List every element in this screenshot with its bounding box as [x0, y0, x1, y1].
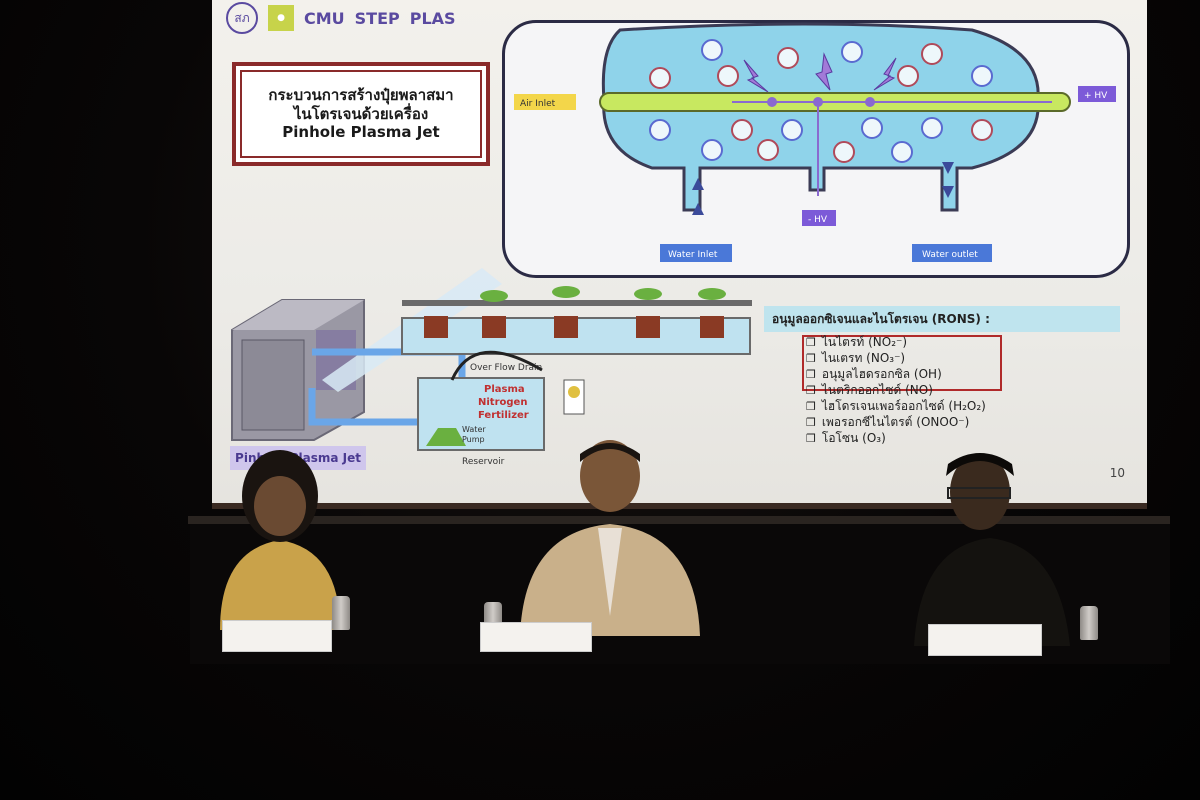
title-line-3: Pinhole Plasma Jet: [282, 123, 440, 142]
rons-item: ไนตริกออกไซด์ (NO): [806, 382, 986, 398]
flow-arrow-icon: [692, 203, 704, 215]
molecule-bubble: [777, 47, 799, 69]
plasma-spark-icon: [815, 52, 833, 91]
molecule-bubble: [971, 65, 993, 87]
name-card-center: [480, 622, 592, 652]
molecule-bubble: [897, 65, 919, 87]
molecule-bubble: [971, 119, 993, 141]
molecule-bubble: [717, 65, 739, 87]
rons-item: โอโซน (O₃): [806, 430, 986, 446]
water-inlet-label: Water Inlet: [668, 250, 718, 260]
reactor-body: [601, 22, 1040, 212]
rons-title: อนุมูลออกซิเจนและไนโตรเจน (RONS) :: [764, 306, 1120, 332]
rons-item: เพอรอกซีไนไตรต์ (ONOO⁻): [806, 414, 986, 430]
rons-item: ไฮโดรเจนเพอร์ออกไซด์ (H₂O₂): [806, 398, 986, 414]
molecule-bubble: [701, 39, 723, 61]
logo-step: STEP: [354, 8, 400, 28]
molecule-bubble: [921, 43, 943, 65]
air-inlet-label: Air Inlet: [520, 99, 556, 109]
plant-pot: [482, 316, 506, 338]
molecule-bubble: [701, 139, 723, 161]
molecule-bubble: [833, 141, 855, 163]
molecule-bubble: [731, 119, 753, 141]
molecule-bubble: [891, 141, 913, 163]
slide-title: กระบวนการสร้างปุ๋ยพลาสมา ไนโตรเจนด้วยเคร…: [232, 62, 490, 166]
logo-sor: สภ: [226, 2, 258, 34]
molecule-bubble: [649, 119, 671, 141]
plant-pot: [424, 316, 448, 338]
hv-plus-label: + HV: [1084, 91, 1108, 101]
projection-screen: สภ ● CMU STEP PLAS กระบวนการสร้างปุ๋ยพลา…: [212, 0, 1147, 509]
rons-item: ไนเตรท (NO₃⁻): [806, 350, 986, 366]
water-pump-icon: [426, 428, 466, 446]
plasma-jet-machine: [231, 299, 365, 441]
rons-item: อนุมูลไฮดรอกซิล (OH): [806, 366, 986, 382]
plant-leaf: [698, 288, 726, 300]
name-card-left: [222, 620, 332, 652]
plant-leaf: [634, 288, 662, 300]
logo-emblem-icon: ●: [268, 5, 294, 31]
name-card-right: [928, 624, 1042, 656]
timer-dial-icon: [568, 386, 580, 398]
logo-plas: PLAS: [409, 8, 456, 28]
reservoir-label: Reservoir: [462, 457, 505, 467]
panelist-right: [914, 453, 1070, 646]
molecule-bubble: [781, 119, 803, 141]
plant-leaf: [552, 286, 580, 298]
water-pump-line-1: Water: [462, 425, 486, 434]
electrode-dot: [865, 97, 875, 107]
flow-arrow-icon: [692, 178, 704, 190]
plant-leaf: [480, 290, 508, 302]
logo-bar: สภ ● CMU STEP PLAS: [226, 2, 456, 34]
molecule-bubble: [841, 41, 863, 63]
water-outlet-label: Water outlet: [922, 250, 978, 260]
title-line-1: กระบวนการสร้างปุ๋ยพลาสมา: [268, 85, 454, 104]
electrode-dot: [767, 97, 777, 107]
molecule-bubble: [921, 117, 943, 139]
rons-list: ไนไตรท์ (NO₂⁻) ไนเตรท (NO₃⁻) อนุมูลไฮดรอ…: [806, 334, 986, 446]
overflow-drain-label: Over Flow Drain: [470, 363, 542, 373]
hv-minus-label: - HV: [808, 215, 828, 225]
panelist-center: [520, 440, 700, 636]
slide-page-number: 10: [1109, 466, 1125, 480]
molecule-bubble: [649, 67, 671, 89]
title-line-2: ไนโตรเจนด้วยเครื่อง: [293, 104, 429, 123]
flow-arrow-icon: [942, 162, 954, 174]
water-pump-line-2: Pump: [462, 435, 485, 444]
plant-pot: [554, 316, 578, 338]
water-bottle: [332, 596, 350, 630]
molecule-bubble: [757, 139, 779, 161]
panelist-left: [220, 450, 340, 630]
stage-edge: [188, 516, 1170, 524]
water-bottle: [1080, 606, 1098, 640]
diagram-illustration: Air Inlet + HV - HV Water Inlet Water ou…: [231, 22, 1116, 467]
plant-pot: [636, 316, 660, 338]
plasma-spark-icon: [873, 57, 897, 91]
plasma-spark-icon: [743, 59, 769, 93]
molecule-bubble: [861, 117, 883, 139]
fertilizer-line-1: Plasma: [484, 384, 525, 395]
flow-arrow-icon: [942, 186, 954, 198]
fertilizer-line-3: Fertilizer: [478, 410, 529, 421]
plant-pot: [700, 316, 724, 338]
rons-item: ไนไตรท์ (NO₂⁻): [806, 334, 986, 350]
logo-cmu: CMU: [304, 8, 345, 28]
fertilizer-line-2: Nitrogen: [478, 397, 527, 408]
